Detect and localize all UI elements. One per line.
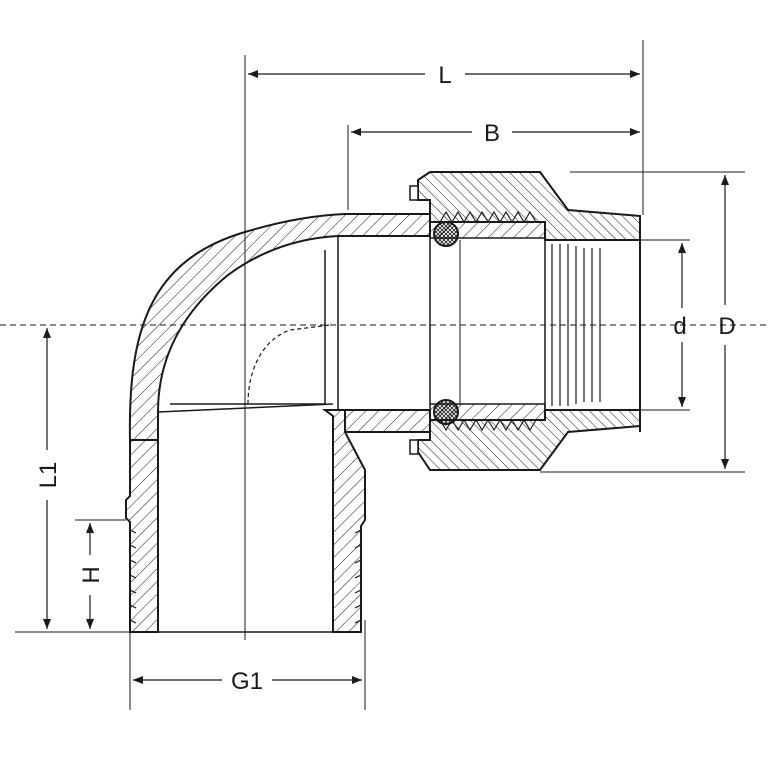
dim-label-d: d: [673, 313, 686, 340]
elbow-body: [125, 213, 431, 633]
dim-label-B: B: [484, 120, 500, 147]
compression-nut: [409, 171, 641, 471]
dim-label-H: H: [78, 566, 105, 583]
dim-label-L1: L1: [35, 462, 62, 489]
o-ring-bottom: [433, 399, 459, 425]
dim-label-L: L: [438, 62, 451, 89]
o-ring-top: [433, 221, 459, 247]
extension-lines: [15, 40, 745, 710]
dim-label-D: D: [718, 313, 735, 340]
dimension-lines: [43, 70, 729, 684]
dim-label-G1: G1: [231, 668, 263, 695]
pipe-socket: [338, 216, 641, 432]
